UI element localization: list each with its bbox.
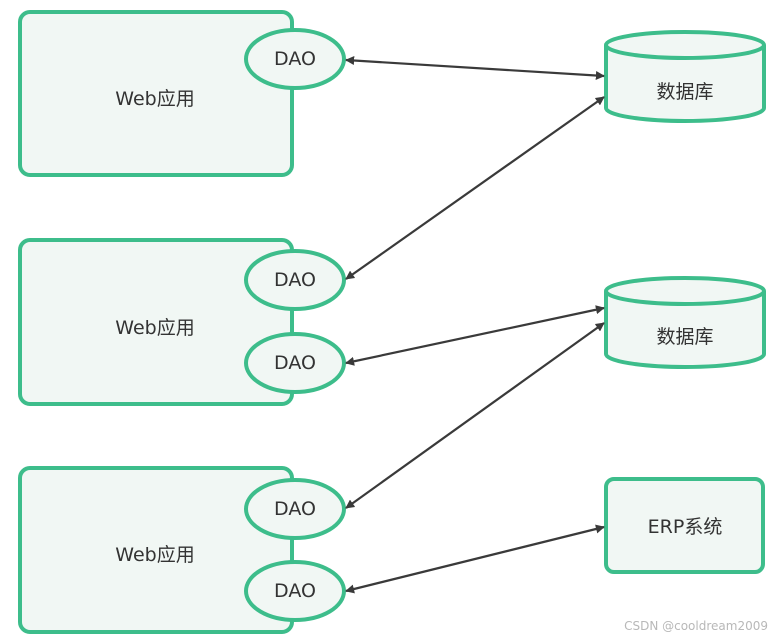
web-app-label-1: Web应用: [115, 87, 195, 110]
erp-label: ERP系统: [647, 515, 723, 538]
arrow-dao3-db2: [345, 305, 605, 366]
dao-ellipse-3: [244, 332, 346, 394]
dao-label-3: DAO: [274, 352, 316, 374]
dao-ellipse-4: [244, 478, 346, 540]
dao-ellipse-2: [244, 249, 346, 311]
web-app-label-3: Web应用: [115, 543, 195, 566]
web-app-box-3: [18, 466, 294, 634]
web-app-box-1: [18, 10, 294, 177]
database-cylinder-2: [604, 276, 766, 369]
arrow-dao2-db1: [345, 96, 605, 280]
dao-ellipse-5: [244, 560, 346, 622]
database-label-2: 数据库: [656, 325, 714, 348]
arrow-dao4-db2: [345, 322, 605, 509]
database-cylinder-1: [604, 30, 766, 123]
dao-label-5: DAO: [274, 580, 316, 602]
watermark-text: CSDN @cooldream2009: [624, 619, 768, 633]
dao-label-2: DAO: [274, 269, 316, 291]
dao-label-1: DAO: [274, 48, 316, 70]
arrow-dao1-db1: [345, 56, 605, 80]
dao-ellipse-1: [244, 28, 346, 90]
dao-label-4: DAO: [274, 498, 316, 520]
web-app-box-2: [18, 238, 294, 406]
arrow-dao5-erp: [345, 524, 605, 594]
erp-box: [604, 477, 765, 574]
web-app-label-2: Web应用: [115, 316, 195, 339]
database-label-1: 数据库: [656, 80, 714, 103]
